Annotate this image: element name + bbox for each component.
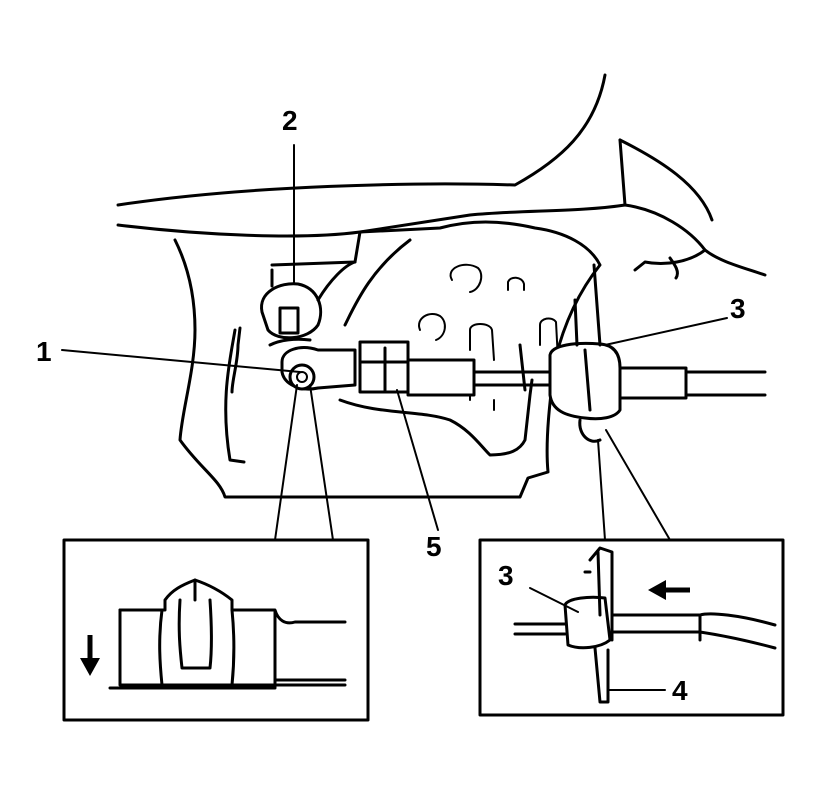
floor-panel [116, 73, 767, 280]
detail-inset-grommet [478, 538, 785, 717]
cable-end-bushing [230, 326, 357, 394]
detail-leader-lines [529, 587, 666, 691]
mounting-bracket [173, 220, 602, 499]
shift-lever-pivot [260, 238, 412, 347]
callout-4: 4 [672, 675, 688, 706]
leader-lines [61, 144, 728, 541]
callout-3-detail: 3 [498, 560, 514, 591]
cable-grommet [548, 263, 767, 443]
cable-adjuster [358, 340, 552, 397]
left-arrow-icon [648, 580, 690, 600]
callout-2: 2 [282, 105, 298, 136]
callout-5: 5 [426, 531, 442, 562]
down-arrow-icon [80, 635, 100, 676]
callout-3-main: 3 [730, 293, 746, 324]
detail-inset-clip [62, 538, 370, 722]
callout-1: 1 [36, 336, 52, 367]
